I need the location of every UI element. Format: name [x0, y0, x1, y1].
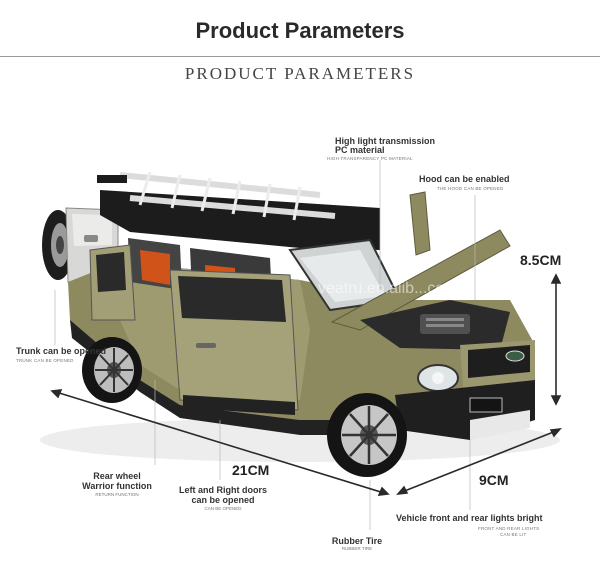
doors-label-2: can be opened	[191, 495, 255, 506]
height-dimension: 8.5CM	[520, 252, 562, 268]
rear-wheel-label: Rear wheel	[93, 471, 141, 481]
hood-sub: THE HOOD CAN BE OPENED	[437, 186, 504, 191]
hood-label: Hood can be enabled	[419, 174, 510, 184]
lights-sub-2: CAN BE LIT	[500, 532, 527, 537]
page-title: Product Parameters	[195, 18, 405, 43]
rear-wheel-label-2: Warrior function	[82, 481, 152, 492]
rear-wheel	[82, 337, 142, 403]
spare-wheel	[42, 210, 74, 280]
hood	[330, 229, 511, 331]
trunk-sub: TRUNK CAN BE OPENED	[16, 358, 74, 363]
front-wheel	[327, 393, 407, 477]
tire-callout: Rubber Tire RUBBER TIRE	[322, 536, 392, 552]
doors-sub: CAN BE OPENED	[204, 505, 242, 511]
width-dimension: 9CM	[479, 472, 509, 488]
lights-label: Vehicle front and rear lights bright	[396, 513, 543, 523]
roof-rack	[119, 172, 336, 219]
tire-sub: RUBBER TIRE	[341, 546, 373, 552]
pc-material-sub: HIGH TRANSPARENCY PC MATERIAL	[327, 156, 413, 161]
doors-label: Left and Right doors	[179, 485, 267, 495]
tire-label: Rubber Tire	[331, 536, 383, 546]
interior-seat	[140, 250, 170, 285]
watermark: veatru.en.alib...com	[318, 280, 458, 297]
lights-sub: FRONT AND REAR LIGHTS	[478, 526, 540, 531]
title-divider	[0, 56, 600, 57]
rear-wheel-sub: RETURN FUNCTION	[95, 491, 139, 497]
doors-callout: Left and Right doors can be opened CAN B…	[170, 485, 276, 511]
rear-wheel-callout: Rear wheel Warrior function RETURN FUNCT…	[72, 471, 162, 497]
length-dimension: 21CM	[232, 462, 270, 478]
pc-material-label-2: PC material	[335, 145, 385, 155]
roof	[100, 190, 380, 250]
trunk-label: Trunk can be opened	[16, 346, 107, 356]
pc-material-label: High light transmission	[335, 136, 436, 146]
page-subtitle: PRODUCT PARAMETERS	[184, 64, 416, 83]
